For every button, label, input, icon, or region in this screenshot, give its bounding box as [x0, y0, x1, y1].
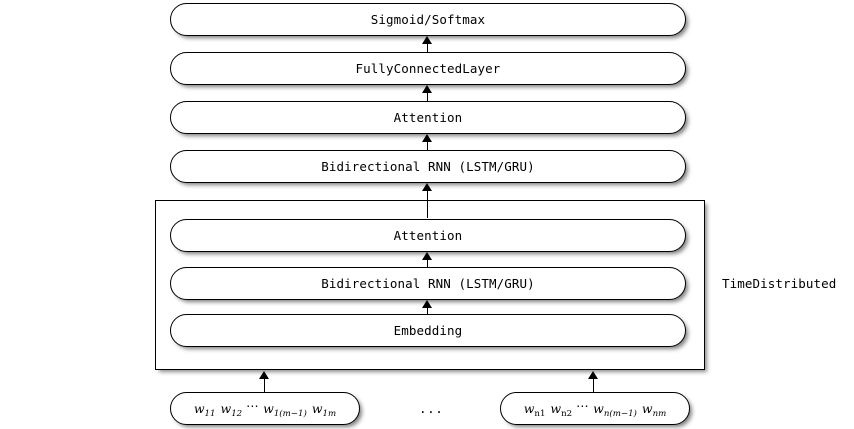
arrow-sequence-n-to-timedistributed	[588, 371, 599, 393]
arrow-sequence-1-to-timedistributed	[259, 371, 270, 393]
arrow-head	[422, 252, 432, 260]
arrow-head	[422, 134, 432, 142]
arrow-shaft	[427, 138, 429, 150]
arrow-head	[422, 85, 432, 93]
layer-label: Sigmoid/Softmax	[370, 12, 486, 27]
layer-label: FullyConnectedLayer	[355, 61, 501, 76]
arrow-shaft	[427, 256, 429, 268]
arrow-shaft	[427, 89, 429, 101]
arrow-head	[259, 371, 269, 379]
time-distributed-label: TimeDistributed	[722, 276, 837, 291]
arrow-attention-to-fc	[422, 85, 433, 101]
input-sequence-ellipsis: ...	[419, 401, 444, 416]
layer-label: Attention	[393, 228, 463, 243]
arrow-timedistributed-to-rnn-outer	[422, 183, 433, 218]
layer-label: Bidirectional RNN (LSTM/GRU)	[321, 276, 535, 291]
layer-attention-inner[interactable]: Attention	[170, 219, 686, 252]
arrow-shaft	[593, 375, 595, 393]
layer-bidirectional-rnn-inner[interactable]: Bidirectional RNN (LSTM/GRU)	[170, 267, 686, 300]
layer-attention-outer[interactable]: Attention	[170, 101, 686, 134]
layer-embedding[interactable]: Embedding	[170, 314, 686, 347]
arrow-rnn-to-attention-outer	[422, 134, 433, 150]
arrow-rnn-to-attention-inner	[422, 252, 433, 268]
arrow-shaft	[427, 40, 429, 52]
arrow-shaft	[264, 375, 266, 393]
arrow-fc-to-sigmoid	[422, 36, 433, 52]
arrow-head	[422, 300, 432, 308]
arrow-head	[422, 36, 432, 44]
layer-bidirectional-rnn-outer[interactable]: Bidirectional RNN (LSTM/GRU)	[170, 150, 686, 183]
layer-label: Attention	[393, 110, 463, 125]
arrow-embedding-to-rnn-inner	[422, 300, 433, 315]
arrow-shaft	[427, 187, 429, 218]
arrow-shaft	[427, 304, 429, 315]
layer-fully-connected-layer[interactable]: FullyConnectedLayer	[170, 52, 686, 85]
layer-label: Embedding	[393, 323, 463, 338]
layer-label: Bidirectional RNN (LSTM/GRU)	[321, 159, 535, 174]
arrow-head	[588, 371, 598, 379]
arrow-head	[422, 183, 432, 191]
layer-sigmoid-softmax[interactable]: Sigmoid/Softmax	[170, 3, 686, 36]
